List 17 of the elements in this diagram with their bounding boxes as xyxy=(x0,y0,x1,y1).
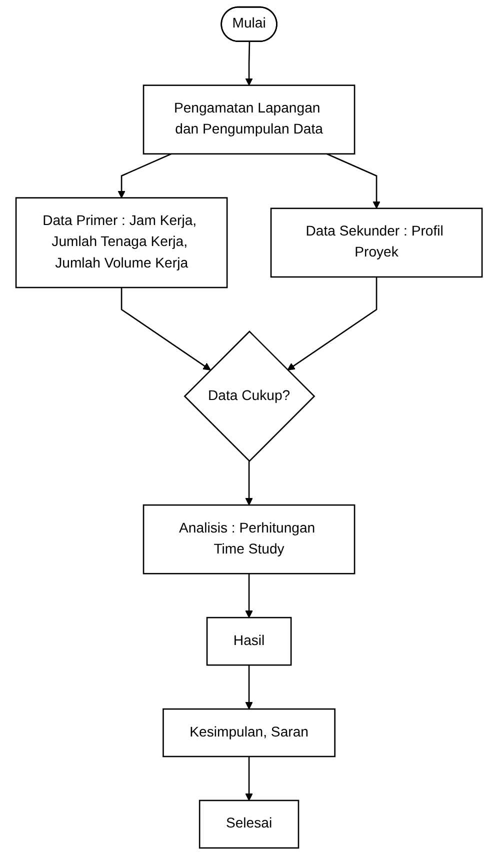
arrow xyxy=(121,288,212,370)
node-box: Hasil xyxy=(206,616,292,666)
node-box: Analisis : Perhitungan Time Study xyxy=(143,504,356,574)
node-box: Pengamatan Lapangan dan Pengumpulan Data xyxy=(143,84,356,155)
arrow xyxy=(246,461,254,506)
node-box: Selesai xyxy=(199,800,300,849)
arrow xyxy=(288,276,378,370)
node-box: Data Sekunder : Profil Proyek xyxy=(270,208,484,278)
arrow xyxy=(246,574,254,618)
arrow xyxy=(246,665,254,710)
arrow xyxy=(246,756,254,801)
node-box: Kesimpulan, Saran xyxy=(163,708,336,758)
arrow xyxy=(118,153,172,198)
node-box: Data Primer : Jam Kerja, Jumlah Tenaga Kerja, Jumlah Volume Kerja xyxy=(16,197,228,288)
arrow xyxy=(246,42,254,86)
arrow xyxy=(326,153,381,209)
node-diamond: Data Cukup? xyxy=(184,330,316,462)
